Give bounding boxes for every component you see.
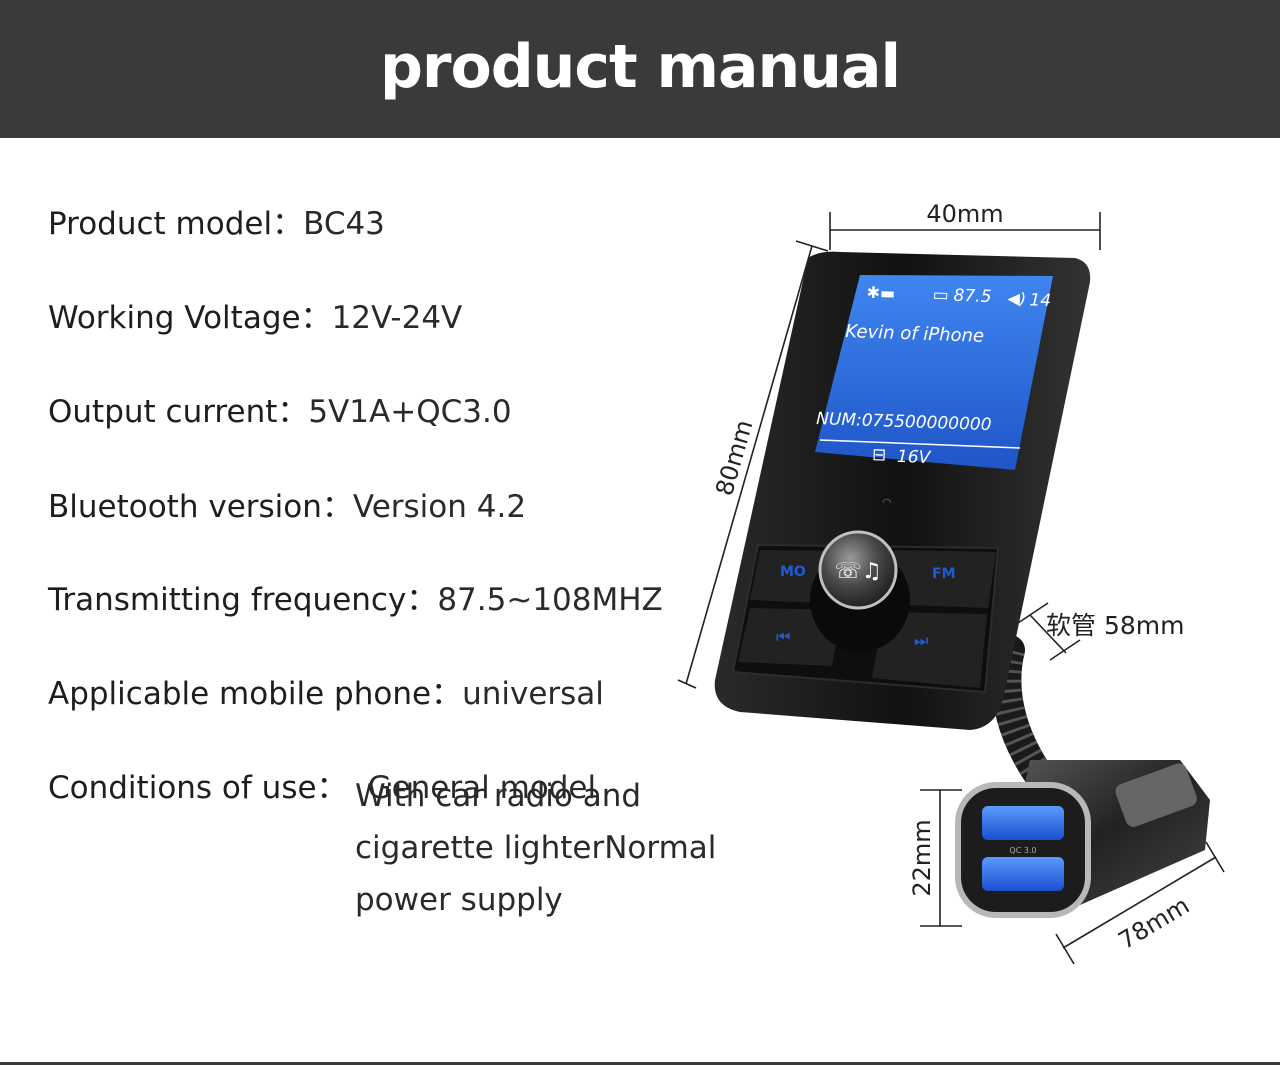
conditions-line: With car radio and [355, 778, 642, 814]
spec-value: 12V-24V [331, 300, 463, 336]
spec-output-current: Output current：5V1A+QC3.0 [48, 393, 512, 431]
spec-product-model: Product model：BC43 [48, 205, 385, 243]
dim-plug-height: 22mm [908, 819, 936, 896]
spec-value: universal [462, 676, 604, 712]
spec-label: Product model： [48, 206, 304, 242]
next-icon: ⏭ [914, 631, 928, 650]
spec-applicable-phone: Applicable mobile phone：universal [48, 675, 604, 713]
fm-label: FM [932, 566, 956, 582]
lcd-frequency: 87.5 [953, 286, 992, 307]
lcd-device-name: Kevin of iPhone [845, 321, 985, 347]
bottom-divider [0, 1062, 1280, 1065]
spec-label: Working Voltage： [48, 300, 332, 336]
dim-hose: 软管 58mm [1046, 611, 1184, 640]
dim-width: 40mm [926, 200, 1003, 228]
spec-label: Transmitting frequency： [48, 582, 438, 618]
spec-value: 87.5~108MHZ [437, 582, 663, 618]
spec-working-voltage: Working Voltage：12V-24V [48, 299, 462, 337]
volume-icon: ◀) [1007, 289, 1026, 309]
dim-plug-length: 78mm [1114, 891, 1195, 955]
qc-label: QC 3.0 [1009, 846, 1036, 855]
phone-music-icon: ☏♫ [834, 559, 881, 584]
radio-icon: ▭ [932, 285, 949, 306]
conditions-line: cigarette lighterNormal [355, 830, 717, 866]
spec-value: 5V1A+QC3.0 [308, 394, 512, 430]
spec-label: Applicable mobile phone： [48, 676, 463, 712]
spec-label: Bluetooth version： [48, 489, 353, 525]
fm-button[interactable] [884, 550, 996, 608]
spec-label: Conditions of use： [48, 770, 348, 806]
transmitter-body: ✱▬ ▭ 87.5 ◀) 14 Kevin of iPhone NUM:0755… [714, 251, 1091, 730]
car-charger-plug: QC 3.0 [955, 760, 1210, 918]
conditions-line: power supply [355, 882, 563, 918]
lcd-voltage: 16V [897, 447, 932, 468]
battery-icon: ⊟ [872, 445, 887, 465]
conditions-continued: With car radio and cigarette lighterNorm… [355, 770, 716, 926]
spec-label: Output current： [48, 394, 309, 430]
page-title: product manual [379, 32, 901, 102]
prev-icon: ⏮ [776, 627, 790, 646]
dimension-lines [677, 212, 1225, 965]
spec-value: Version 4.2 [352, 489, 527, 525]
spec-transmitting-frequency: Transmitting frequency：87.5~108MHZ [48, 581, 663, 619]
lcd-screen [815, 275, 1053, 470]
usb-port-top [982, 806, 1064, 840]
header-bar: product manual [0, 0, 1280, 138]
spec-conditions-of-use: Conditions of use： General model [48, 769, 596, 807]
mic-icon: ◠ [882, 496, 892, 509]
lcd-volume: 14 [1029, 290, 1051, 311]
spec-value: BC43 [303, 206, 385, 242]
bluetooth-icon: ✱▬ [866, 283, 895, 303]
spec-bluetooth-version: Bluetooth version：Version 4.2 [48, 488, 526, 526]
usb-port-qc [982, 857, 1064, 891]
spec-value: General model [367, 770, 597, 806]
next-button[interactable] [872, 612, 987, 688]
mode-label: MO [780, 564, 806, 580]
control-knob[interactable] [818, 530, 898, 610]
